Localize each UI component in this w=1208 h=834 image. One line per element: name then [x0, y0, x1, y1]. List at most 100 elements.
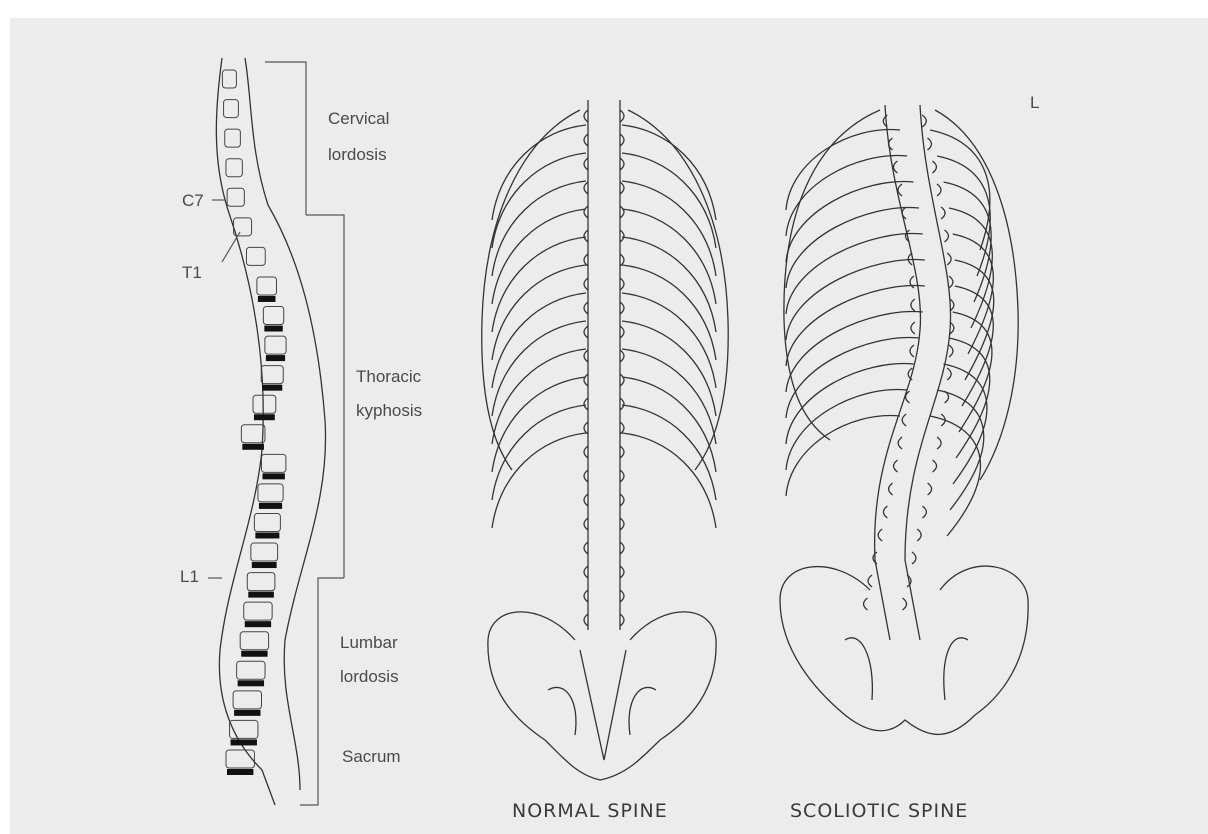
vertebra-process: [584, 230, 624, 242]
vertebra-process: [584, 374, 624, 386]
rib-left: [786, 312, 923, 392]
vertebra-body: [222, 70, 236, 88]
intervertebral-disc: [238, 680, 264, 686]
vertebra-process: [584, 278, 624, 290]
vertebra-process: [584, 134, 624, 146]
vertebra-process: [868, 575, 911, 587]
vertebra-body: [225, 129, 241, 147]
vertebra-process: [584, 182, 624, 194]
vertebra-process: [584, 518, 624, 530]
rib-right: [622, 433, 716, 528]
rib-left: [786, 416, 900, 496]
vertebra-process: [584, 470, 624, 482]
label-sacrum: Sacrum: [342, 746, 401, 768]
label-cervical-line1: Cervical: [328, 108, 389, 130]
vertebra-body: [226, 750, 254, 768]
intervertebral-disc: [242, 444, 264, 450]
vertebra-process: [888, 138, 931, 150]
caption-scoliotic-spine: SCOLIOTIC SPINE: [790, 800, 968, 822]
intervertebral-disc: [241, 651, 267, 657]
intervertebral-disc: [262, 385, 282, 391]
vertebra-process: [906, 391, 949, 403]
vertebra-body: [265, 336, 286, 354]
vertebra-process: [883, 506, 926, 518]
normal-spine: [482, 100, 728, 780]
scoliotic-spine: [780, 105, 1028, 734]
intervertebral-disc: [262, 473, 284, 479]
intervertebral-disc: [266, 355, 285, 361]
rib-left: [492, 433, 586, 528]
vertebra-process: [584, 566, 624, 578]
vertebra-body: [258, 484, 283, 502]
rib-left: [786, 390, 907, 470]
vertebra-process: [584, 494, 624, 506]
vertebra-body: [261, 454, 285, 472]
vertebra-body: [233, 691, 261, 709]
vertebra-process: [584, 446, 624, 458]
label-lumbar-line1: Lumbar: [340, 632, 398, 654]
rib-left: [786, 286, 925, 366]
vertebra-body: [247, 573, 275, 591]
intervertebral-disc: [252, 562, 277, 568]
vertebra-body: [254, 513, 280, 531]
vertebra-process: [898, 437, 941, 449]
vertebra-process: [908, 368, 951, 380]
vertebra-body: [224, 100, 239, 118]
vertebra-process: [584, 110, 624, 122]
vertebra-process: [905, 230, 948, 242]
intervertebral-disc: [231, 739, 257, 745]
intervertebral-disc: [227, 769, 253, 775]
caption-normal-spine: NORMAL SPINE: [512, 800, 668, 822]
vertebra-body: [244, 602, 272, 620]
region-brackets: [208, 62, 344, 805]
intervertebral-disc: [254, 414, 275, 420]
vertebra-process: [584, 614, 624, 626]
vertebra-body: [251, 543, 278, 561]
intervertebral-disc: [234, 710, 260, 716]
vertebra-process: [584, 326, 624, 338]
vertebra-process: [584, 398, 624, 410]
intervertebral-disc: [258, 296, 276, 302]
vertebra-body: [257, 277, 277, 295]
rib-right: [953, 234, 994, 354]
vertebra-process: [883, 115, 926, 127]
rib-right: [944, 182, 992, 302]
corner-mark: L: [1030, 92, 1039, 114]
vertebra-process: [584, 302, 624, 314]
label-thoracic-line1: Thoracic: [356, 366, 421, 388]
rib-left: [786, 364, 914, 444]
vertebra-body: [227, 188, 244, 206]
intervertebral-disc: [245, 621, 271, 627]
label-lumbar-line2: lordosis: [340, 666, 399, 688]
vertebra-body: [263, 307, 283, 325]
lateral-spine: [216, 58, 325, 805]
label-cervical-line2: lordosis: [328, 144, 387, 166]
vertebra-process: [873, 552, 916, 564]
vertebra-process: [898, 184, 941, 196]
vertebra-body: [253, 395, 276, 413]
label-t1: T1: [182, 262, 202, 284]
vertebra-process: [902, 207, 945, 219]
label-thoracic-line2: kyphosis: [356, 400, 422, 422]
intervertebral-disc: [264, 326, 282, 332]
vertebra-body: [261, 366, 283, 384]
vertebra-process: [584, 206, 624, 218]
vertebra-process: [893, 161, 936, 173]
vertebra-body: [230, 720, 258, 738]
intervertebral-disc: [255, 532, 279, 538]
intervertebral-disc: [259, 503, 282, 509]
vertebra-process: [864, 598, 907, 610]
vertebra-process: [584, 542, 624, 554]
vertebra-body: [237, 661, 265, 679]
vertebra-process: [584, 254, 624, 266]
vertebra-process: [584, 422, 624, 434]
rib-right: [955, 286, 994, 406]
rib-right: [937, 156, 990, 276]
vertebra-body: [226, 159, 242, 177]
vertebra-process: [878, 529, 921, 541]
label-c7: C7: [182, 190, 204, 212]
vertebra-process: [902, 414, 945, 426]
vertebra-body: [240, 632, 268, 650]
vertebra-process: [584, 158, 624, 170]
